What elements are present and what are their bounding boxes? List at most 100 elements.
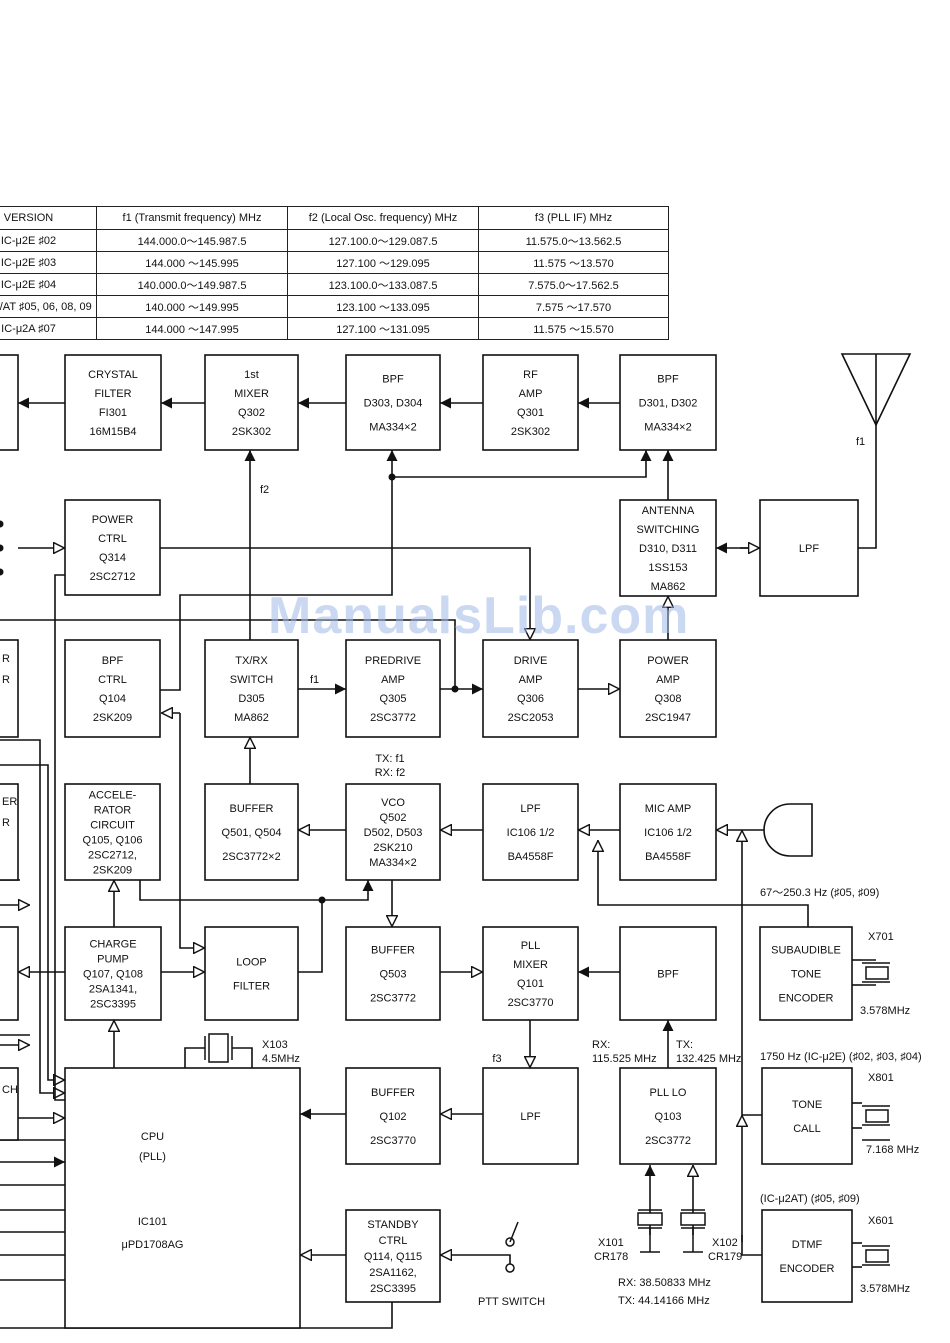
block-outline <box>345 1209 441 1303</box>
crystal-x103-icon <box>204 1033 233 1063</box>
diagram-label: 115.525 MHz <box>592 1053 657 1065</box>
block-label: ANTENNA <box>642 505 695 517</box>
block-label: Q308 <box>655 693 682 705</box>
block-outline <box>64 354 162 451</box>
block-outline <box>761 1067 853 1165</box>
table-cell: IC-μ2A/AT ♯05, 06, 08, 09 <box>0 295 97 318</box>
diagram-label: f1 <box>310 674 319 686</box>
block-label: IC106 1/2 <box>507 827 555 839</box>
table-row: IC-μ2E ♯03 144.000 ～145.995 127.100 ～129… <box>0 251 669 274</box>
block-label: BUFFER <box>371 1087 415 1099</box>
block-outline <box>482 639 579 738</box>
header-version: VERSION <box>0 206 97 230</box>
block-label: ENCODER <box>779 1263 834 1275</box>
block-label: 2SC2712 <box>90 571 136 583</box>
block-outline <box>64 926 162 1021</box>
block-outline <box>619 926 717 1021</box>
block-label: SWITCHING <box>637 524 700 536</box>
block-label: LPF <box>520 803 540 815</box>
partial-block-label: CH <box>2 1084 18 1096</box>
block-label: FILTER <box>233 981 270 993</box>
table-cell: 11.575.0～13.562.5 <box>478 229 669 252</box>
table-cell: 127.100 ～129.095 <box>287 251 479 274</box>
block-label: 2SC3395 <box>370 1283 416 1295</box>
table-row: IC-μ2A ♯07 144.000 ～147.995 127.100 ～131… <box>0 317 669 340</box>
block-label: MA334×2 <box>369 857 416 869</box>
block-label: AMP <box>381 674 405 686</box>
block-label: ACCELE- <box>89 790 137 802</box>
block-label: PUMP <box>97 954 129 966</box>
block-outline <box>345 783 441 881</box>
block-label: CPU <box>141 1131 164 1143</box>
mic-icon <box>763 803 813 857</box>
block-label: 2SC3772×2 <box>222 851 280 863</box>
crystal-x801-icon <box>862 1105 890 1126</box>
block-label: Q301 <box>517 407 544 419</box>
block-outline <box>619 354 717 451</box>
block-label: BPF <box>382 374 404 386</box>
block-label: Q102 <box>380 1111 407 1123</box>
block-label: TX/RX <box>235 655 268 667</box>
junction-dots <box>0 473 459 904</box>
diagram-label: PTT SWITCH <box>478 1296 545 1308</box>
diagram-label: (IC-μ2AT) (♯05, ♯09) <box>760 1193 860 1205</box>
block-outline <box>345 926 441 1021</box>
block-label: CTRL <box>379 1235 408 1247</box>
table-cell: 11.575 ～15.570 <box>478 317 669 340</box>
partial-block <box>0 639 19 738</box>
block-label: D303, D304 <box>364 398 423 410</box>
block-label: AMP <box>656 674 680 686</box>
block-label: (PLL) <box>139 1151 166 1163</box>
crystal-x701-icon <box>862 959 890 986</box>
table-cell: 144.000 ～147.995 <box>96 317 288 340</box>
block-label: 2SC2053 <box>508 712 554 724</box>
block-outline <box>204 783 299 881</box>
block-label: BPF <box>657 969 679 981</box>
junction-dot <box>451 685 459 693</box>
block-label: 2SC3770 <box>370 1135 416 1147</box>
block-label: μPD1708AG <box>122 1239 184 1251</box>
block-label: FILTER <box>94 388 131 400</box>
block-label: LPF <box>520 1111 540 1123</box>
block-label: RATOR <box>94 805 132 817</box>
block-label: D310, D311 <box>639 543 697 555</box>
block-label: RF <box>523 369 538 381</box>
block-label: 2SK210 <box>373 842 412 854</box>
diagram-label: X601 <box>868 1215 894 1227</box>
diagram-label: X101 <box>598 1237 624 1249</box>
diagram-label: 1750 Hz (IC-μ2E) (♯02, ♯03, ♯04) <box>760 1051 922 1063</box>
block-label: Q101 <box>517 978 544 990</box>
crystal-x101-icon <box>637 1209 663 1253</box>
block-label: Q107, Q108 <box>83 969 143 981</box>
block-label: D301, D302 <box>639 398 698 410</box>
block-label: POWER <box>647 655 689 667</box>
diagram-label: f2 <box>260 484 269 496</box>
diagram-label: 3.578MHz <box>860 1283 910 1295</box>
block-outline <box>759 926 853 1021</box>
block-outline <box>482 783 579 881</box>
block-label: MA334×2 <box>369 422 416 434</box>
table-cell: IC-μ2A ♯07 <box>0 317 97 340</box>
watermark: ManualsLib.com <box>268 587 690 645</box>
crystal-x102-icon <box>680 1209 706 1253</box>
block-label: IC101 <box>138 1216 167 1228</box>
block-label: 2SK302 <box>232 426 271 438</box>
block-label: FI301 <box>99 407 127 419</box>
block-outline <box>482 1067 579 1165</box>
block-label: BA4558F <box>645 851 691 863</box>
block-label: PREDRIVE <box>365 655 421 667</box>
ptt-switch-icon <box>505 1221 519 1273</box>
block-label: DTMF <box>792 1239 823 1251</box>
diagram-label: CR179 <box>708 1251 742 1263</box>
